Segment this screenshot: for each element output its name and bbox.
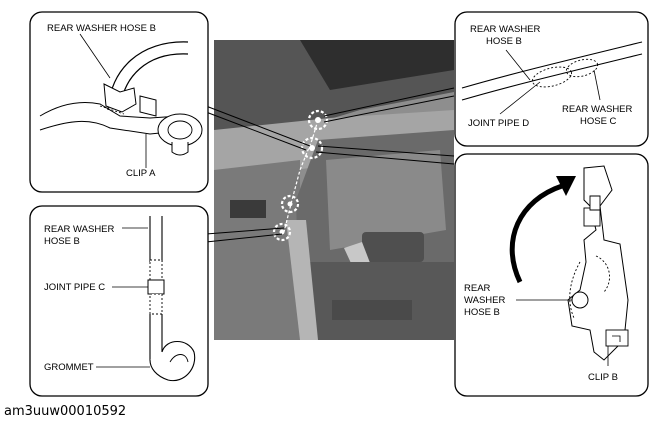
joint-pipe-d-label: JOINT PIPE D [468, 118, 529, 129]
callout-clip-b: REAR WASHER HOSE B CLIP B [454, 153, 649, 397]
rear-washer-hose-b-label-line2: HOSE B [44, 236, 80, 247]
callout-joint-pipe-d: REAR WASHER HOSE B REAR WASHER HOSE C JO… [454, 11, 649, 147]
callout-leader-lines [205, 87, 455, 243]
clip-b-label: CLIP B [588, 372, 618, 383]
rear-washer-hose-b-label-line2: HOSE B [486, 36, 522, 47]
removal-direction-arrow [509, 183, 563, 284]
removal-direction-arrow-head [556, 176, 576, 196]
callout-clip-a: REAR WASHER HOSE B CLIP A [29, 11, 209, 193]
clip-a-label: CLIP A [126, 168, 156, 179]
rear-washer-hose-b-label: REAR [464, 283, 491, 294]
callout-grommet: REAR WASHER HOSE B JOINT PIPE C GROMMET [29, 205, 209, 397]
rear-washer-hose-b-label: REAR WASHER [470, 24, 541, 35]
rear-washer-hose-b-label-line2: WASHER [464, 295, 505, 306]
joint-pipe-c-label: JOINT PIPE C [44, 282, 105, 293]
rear-washer-hose-c-label-line2: HOSE C [580, 116, 617, 127]
rear-washer-hose-c-label: REAR WASHER [562, 104, 633, 115]
image-code-caption: am3uuw00010592 [4, 404, 127, 419]
rear-washer-hose-b-label: REAR WASHER [44, 224, 115, 235]
vehicle-interior-photo [214, 40, 454, 340]
rear-washer-hose-b-label-line3: HOSE B [464, 307, 500, 318]
grommet-label: GROMMET [44, 362, 94, 373]
rear-washer-hose-b-label: REAR WASHER HOSE B [47, 23, 156, 34]
